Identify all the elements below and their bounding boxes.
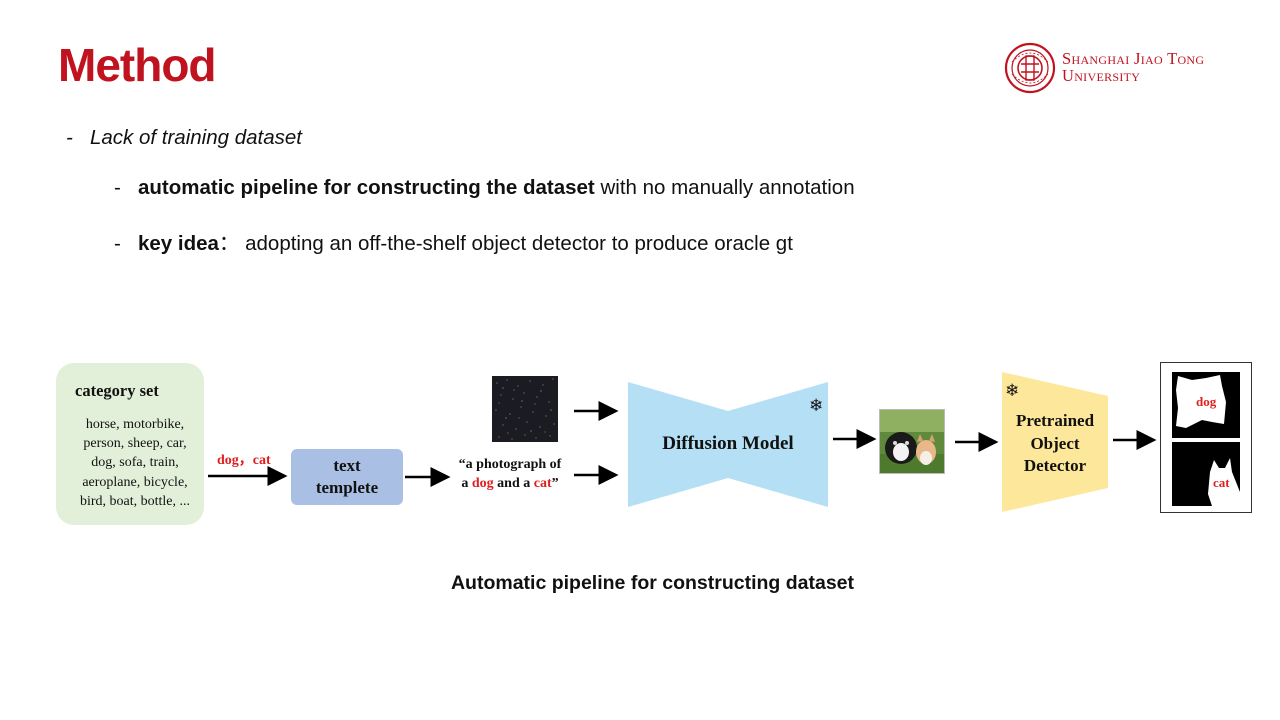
frozen-snowflake-icon: ❄ bbox=[809, 396, 824, 415]
cat-mask: cat bbox=[1172, 442, 1240, 506]
selected-categories: dog，cat bbox=[217, 453, 271, 468]
diffusion-model-label: Diffusion Model bbox=[662, 433, 794, 454]
text-prompt: “a photograph of a dog and a cat” bbox=[458, 457, 562, 491]
noise-image bbox=[492, 376, 558, 442]
sjtu-emblem-icon bbox=[1004, 42, 1056, 94]
dog-mask-label: dog bbox=[1196, 394, 1217, 409]
detector-shape bbox=[1002, 372, 1108, 512]
dog-silhouette bbox=[1176, 375, 1226, 428]
detector-label: Pretrained Object Detector bbox=[1015, 411, 1095, 475]
category-list: horse, motorbike, person, sheep, car, do… bbox=[79, 417, 191, 509]
university-name: Shanghai Jiao Tong University bbox=[1062, 49, 1205, 85]
noise-pattern bbox=[492, 376, 558, 442]
dog-mask: dog bbox=[1172, 372, 1240, 438]
output-masks: dog cat bbox=[1160, 362, 1252, 513]
frozen-snowflake-icon: ❄ bbox=[1005, 381, 1020, 400]
category-set-header: category set bbox=[75, 381, 159, 400]
category-set-box: category set horse, motorbike, person, s… bbox=[56, 363, 204, 525]
generated-dog-cat-image bbox=[879, 409, 945, 474]
cat-silhouette bbox=[1208, 458, 1240, 506]
bullet-lack-of-dataset: -Lack of training dataset bbox=[66, 126, 302, 149]
diffusion-model-shape bbox=[628, 382, 828, 507]
cat-mask-label: cat bbox=[1213, 475, 1230, 490]
bullet-key-idea: -key idea： adopting an off-the-shelf obj… bbox=[114, 232, 793, 255]
text-template-box: text templete bbox=[291, 449, 403, 505]
bullet-automatic-pipeline: -automatic pipeline for constructing the… bbox=[114, 176, 855, 199]
figure-caption: Automatic pipeline for constructing data… bbox=[450, 572, 855, 594]
slide-title: Method bbox=[58, 39, 217, 91]
pipeline-diagram: category set horse, motorbike, person, s… bbox=[0, 355, 1280, 525]
university-logo: Shanghai Jiao Tong University bbox=[1004, 42, 1234, 94]
diagram-shapes bbox=[208, 372, 1157, 512]
dog-cat-photo bbox=[880, 410, 944, 473]
